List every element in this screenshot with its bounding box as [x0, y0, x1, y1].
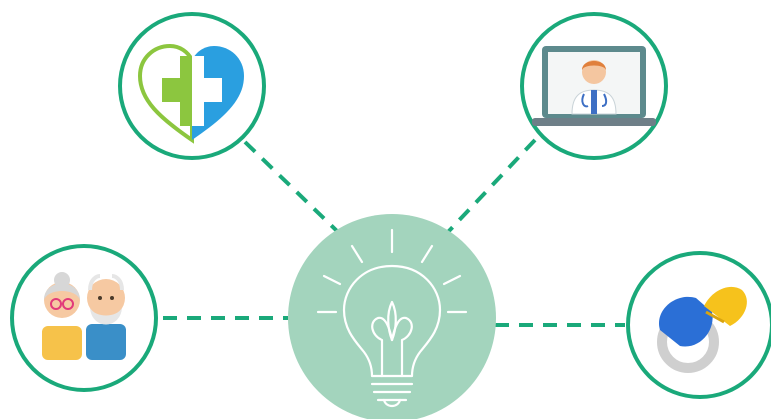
connector-healthcare	[243, 140, 340, 234]
pacifier-icon	[657, 286, 747, 373]
node-elderly	[10, 244, 158, 392]
node-infant	[626, 251, 771, 399]
node-healthcare	[118, 12, 266, 160]
hub	[288, 214, 496, 419]
connector-telemedicine	[446, 138, 537, 234]
connectors	[163, 138, 625, 327]
elderly-couple-icon	[42, 272, 126, 360]
node-telemedicine	[520, 12, 668, 160]
laptop-doctor-icon	[532, 46, 656, 126]
hub-circle	[288, 214, 496, 419]
heart-cross-icon	[137, 43, 244, 144]
node-ring	[10, 244, 158, 392]
lightbulb-idea-icon	[316, 228, 468, 408]
